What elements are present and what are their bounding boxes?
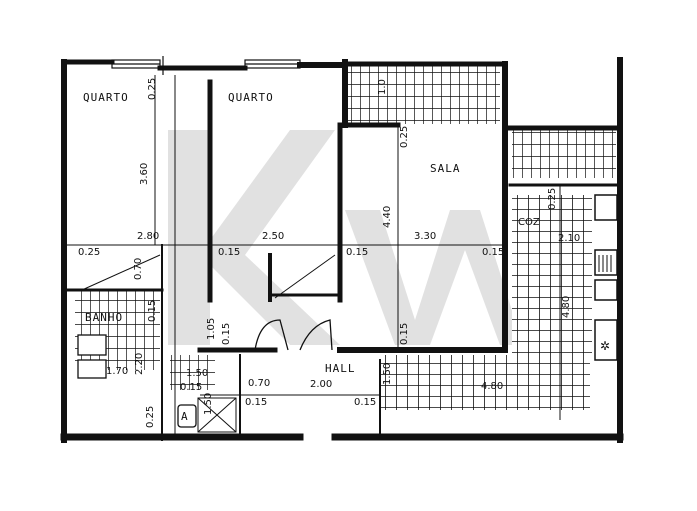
room-label-banho: BANHO <box>85 311 124 324</box>
dim-banho-wall: 0.15 <box>147 299 158 322</box>
dim-quarto2-wall: 0.15 <box>218 247 241 258</box>
dim-banho-bottom: 0.25 <box>145 405 156 428</box>
dim-quarto2-width: 2.50 <box>262 231 285 242</box>
dim-hall-width: 2.00 <box>310 379 333 390</box>
dim-quarto1-width: 2.80 <box>137 231 160 242</box>
dim-quarto1-wall: 0.25 <box>78 247 101 258</box>
dim-hall-wall: 0.15 <box>354 397 377 408</box>
dim-arrumo-small: 0.15 <box>180 382 203 393</box>
dim-banho-width: 1.70 <box>106 366 129 377</box>
room-label-sala: SALA <box>430 162 461 175</box>
dim-terrace-width: 4.80 <box>481 381 504 392</box>
dim-banho-height: 2.20 <box>134 352 145 375</box>
dim-door-width: 0.70 <box>248 378 271 389</box>
dim-sala-top: 0.25 <box>399 125 410 148</box>
dim-door-wall: 0.15 <box>245 397 268 408</box>
stove-icon: ✲ <box>600 339 610 353</box>
dim-sala-wall-left: 0.15 <box>346 247 369 258</box>
dim-kitchen-label: COZ <box>518 217 540 228</box>
dim-quarto1-top: 0.25 <box>147 77 158 100</box>
dim-sala-height: 4.40 <box>382 205 393 228</box>
room-label-quarto-1: QUARTO <box>83 91 129 104</box>
dim-hall-height: 1.50 <box>382 362 393 385</box>
room-label-quarto-2: QUARTO <box>228 91 274 104</box>
dim-kitchen-width: 2.10 <box>558 233 581 244</box>
room-label-hall: HALL <box>325 362 356 375</box>
dim-sala-balcony: 1.0 <box>377 79 388 95</box>
dim-corridor-wall: 0.15 <box>221 322 232 345</box>
dim-quarto1-height: 3.60 <box>139 162 150 185</box>
dim-sala-bottom: 0.15 <box>399 322 410 345</box>
dim-arrumo-width: 1.50 <box>186 368 209 379</box>
dim-kitchen-height: 4.80 <box>561 295 572 318</box>
dim-sala-wall-right: 0.15 <box>482 247 505 258</box>
dim-closet-depth: 0.70 <box>133 257 144 280</box>
dim-corridor-length: 1.05 <box>206 317 217 340</box>
dim-kitchen-top: 0.25 <box>547 187 558 210</box>
room-label-arrumo: A <box>181 410 189 423</box>
dim-arrumo-height: 1.50 <box>203 392 214 415</box>
dim-sala-width: 3.30 <box>414 231 437 242</box>
